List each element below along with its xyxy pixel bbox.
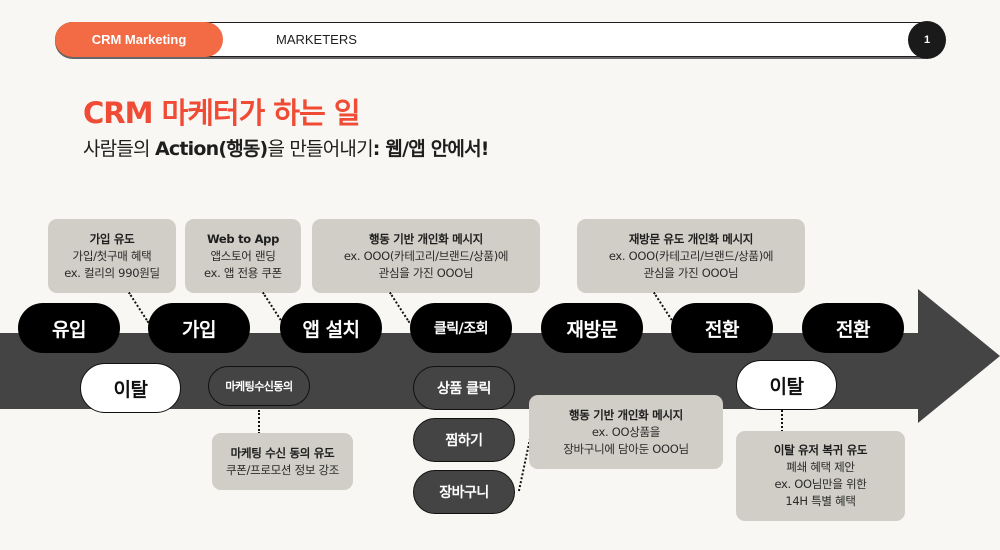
- connector-line: [262, 291, 284, 324]
- callout-line: ex. OO님만을 위한: [774, 477, 867, 491]
- callout-line: 앱스토어 랜딩: [210, 248, 276, 263]
- connector-line: [128, 291, 150, 324]
- page-number-badge: 1: [908, 21, 946, 59]
- callout-line: 장바구니에 담아둔 OOO님: [563, 441, 689, 456]
- section-label: MARKETERS: [276, 32, 357, 47]
- subtitle-part: 사람들의: [83, 138, 155, 160]
- callout-line: 관심을 가진 OOO님: [643, 265, 739, 280]
- callout-revisit-message: 재방문 유도 개인화 메시지 ex. OOO(카테고리/브랜드/상품)에 관심을…: [577, 219, 805, 293]
- branch-churn-2: 이탈: [736, 360, 837, 410]
- branch-product-click: 상품 클릭: [413, 366, 515, 410]
- callout-signup: 가입 유도 가입/첫구매 혜택 ex. 컬리의 990원딜: [48, 219, 176, 293]
- connector-line: [258, 410, 260, 434]
- callout-line: 가입/첫구매 혜택: [72, 248, 152, 263]
- branch-cart: 장바구니: [413, 470, 515, 514]
- page-subtitle: 사람들의 Action(행동)을 만들어내기: 웹/앱 안에서!: [83, 134, 489, 161]
- branch-churn-1: 이탈: [80, 363, 181, 413]
- stage-app-install: 앱 설치: [280, 303, 382, 353]
- callout-behavior-message: 행동 기반 개인화 메시지 ex. OOO(카테고리/브랜드/상품)에 관심을 …: [312, 219, 540, 293]
- callout-line: ex. 앱 전용 쿠폰: [204, 265, 282, 280]
- callout-consent: 마케팅 수신 동의 유도 쿠폰/프로모션 정보 강조: [212, 433, 353, 490]
- subtitle-emphasis: : 웹/앱 안에서!: [372, 138, 490, 160]
- subtitle-part: 을 만들어내기: [267, 138, 373, 160]
- callout-title: Web to App: [206, 231, 280, 246]
- stage-signup: 가입: [148, 303, 250, 353]
- callout-winback: 이탈 유저 복귀 유도 폐쇄 혜택 제안 ex. OO님만을 위한 14H 특별…: [736, 431, 905, 521]
- callout-cart-message: 행동 기반 개인화 메시지 ex. OO상품을 장바구니에 담아둔 OOO님: [529, 395, 723, 469]
- stage-conversion-1: 전환: [671, 303, 773, 353]
- stage-inflow: 유입: [18, 303, 120, 353]
- callout-title: 행동 기반 개인화 메시지: [569, 407, 683, 422]
- callout-title: 이탈 유저 복귀 유도: [773, 443, 868, 457]
- callout-line: ex. OOO(카테고리/브랜드/상품)에: [343, 248, 509, 263]
- branch-marketing-consent: 마케팅수신동의: [208, 366, 310, 406]
- callout-line: ex. 컬리의 990원딜: [64, 265, 160, 280]
- callout-title: 마케팅 수신 동의 유도: [230, 445, 335, 460]
- callout-line: 폐쇄 혜택 제안: [786, 460, 855, 474]
- flow-arrow-head-icon: [918, 289, 1000, 423]
- page-title: CRM 마케터가 하는 일: [83, 96, 361, 130]
- stage-conversion-2: 전환: [802, 303, 904, 353]
- callout-line: ex. OOO(카테고리/브랜드/상품)에: [608, 248, 774, 263]
- subtitle-emphasis: (행동): [218, 138, 268, 160]
- callout-line: 관심을 가진 OOO님: [378, 265, 474, 280]
- callout-title: 재방문 유도 개인화 메시지: [628, 231, 754, 246]
- callout-web-to-app: Web to App 앱스토어 랜딩 ex. 앱 전용 쿠폰: [185, 219, 301, 293]
- stage-click-view: 클릭/조회: [410, 303, 512, 353]
- callout-line: 14H 특별 혜택: [785, 494, 856, 508]
- connector-line: [389, 291, 411, 324]
- connector-line: [653, 291, 675, 324]
- callout-title: 행동 기반 개인화 메시지: [369, 231, 483, 246]
- callout-line: ex. OO상품을: [591, 424, 661, 439]
- branch-wishlist: 찜하기: [413, 418, 515, 462]
- stage-revisit: 재방문: [541, 303, 643, 353]
- connector-line: [781, 410, 783, 432]
- callout-title: 가입 유도: [89, 231, 135, 246]
- subtitle-emphasis: Action: [154, 138, 219, 160]
- section-tag: CRM Marketing: [55, 22, 223, 57]
- callout-line: 쿠폰/프로모션 정보 강조: [225, 462, 340, 477]
